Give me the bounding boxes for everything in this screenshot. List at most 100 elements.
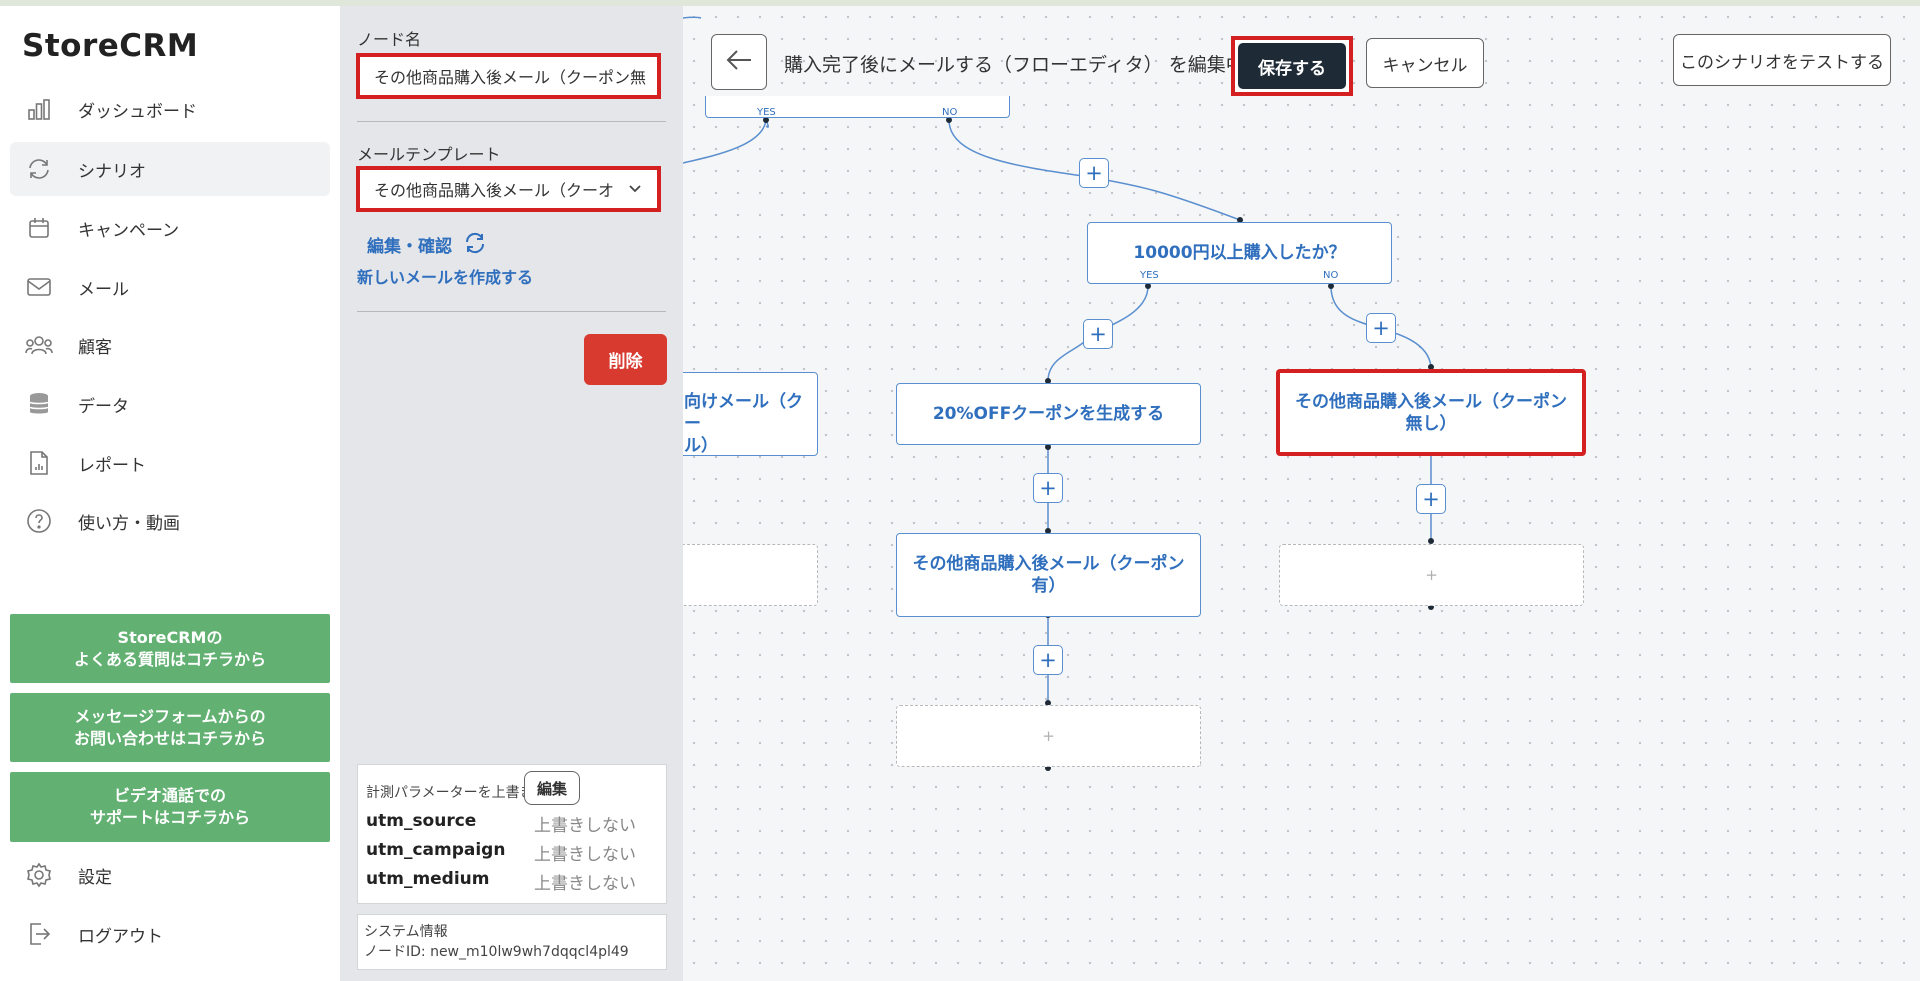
- refresh-icon: [24, 154, 54, 184]
- flow-connectors: [683, 16, 1434, 771]
- cancel-button[interactable]: キャンセル: [1366, 38, 1484, 88]
- connector-edge: [1330, 285, 1432, 368]
- node-settings-panel: ノード名 その他商品購入後メール（クーポン無 メールテンプレート その他商品購入…: [340, 6, 683, 981]
- node-name-input[interactable]: その他商品購入後メール（クーポン無: [356, 53, 661, 99]
- sidebar-item-logout[interactable]: ログアウト: [10, 907, 330, 961]
- sidebar-item-label: 顧客: [78, 337, 112, 358]
- app-logo: StoreCRM: [22, 28, 199, 64]
- flow-node-partial-top[interactable]: [705, 96, 1010, 118]
- connector-dot: [1045, 528, 1051, 534]
- utm-key: utm_source: [366, 811, 477, 831]
- node-name-label: ノード名: [357, 30, 422, 49]
- add-node-button[interactable]: +: [1033, 473, 1063, 503]
- sidebar-item-campaign[interactable]: キャンペーン: [10, 201, 330, 255]
- sidebar-item-label: メール: [78, 279, 129, 300]
- delete-button[interactable]: 削除: [584, 334, 667, 385]
- faq-button-line2: よくある質問はコチラから: [73, 649, 266, 669]
- back-button[interactable]: [711, 34, 767, 90]
- save-button[interactable]: 保存する: [1231, 36, 1353, 96]
- flow-node-condition[interactable]: 10000円以上購入したか？: [1087, 222, 1392, 284]
- edit-confirm-link[interactable]: 編集・確認: [367, 237, 452, 257]
- utm-value: 上書きしない: [534, 816, 636, 836]
- add-node-button[interactable]: +: [1083, 319, 1113, 349]
- flow-node-mail-no-coupon-selected[interactable]: その他商品購入後メール（クーポン 無し）: [1276, 369, 1586, 456]
- flow-node-partial-empty[interactable]: [683, 544, 818, 606]
- sidebar-item-data[interactable]: データ: [10, 377, 330, 431]
- sidebar-item-help[interactable]: 使い方・動画: [10, 494, 330, 548]
- sidebar-item-mail[interactable]: メール: [10, 260, 330, 314]
- yes-label: YES: [757, 107, 776, 118]
- connector-dot: [1428, 364, 1434, 370]
- contact-button-line2: お問い合わせはコチラから: [73, 728, 266, 748]
- sidebar-item-settings[interactable]: 設定: [10, 848, 330, 902]
- utm-key: utm_campaign: [366, 840, 506, 860]
- utm-override-box: 計測パラメーターを上書き 編集 utm_source 上書きしない utm_ca…: [357, 764, 667, 904]
- no-label: NO: [942, 107, 958, 118]
- utm-edit-button[interactable]: 編集: [524, 771, 580, 805]
- save-button-label: 保存する: [1238, 43, 1346, 89]
- database-icon: [24, 389, 54, 419]
- contact-button-line1: メッセージフォームからの: [74, 706, 266, 726]
- node-text-line2: ル）: [684, 436, 718, 456]
- connector-dot: [1428, 538, 1434, 544]
- system-info-title: システム情報: [364, 924, 448, 940]
- video-support-button[interactable]: ビデオ通話での サポートはコチラから: [10, 772, 330, 842]
- system-info-box: システム情報 ノードID: new_m10lw9wh7dqqcl4pl49: [357, 914, 667, 970]
- add-node-button[interactable]: +: [1366, 313, 1396, 343]
- flow-node-empty[interactable]: +: [896, 705, 1201, 767]
- add-node-button[interactable]: +: [1416, 484, 1446, 514]
- panel-divider: [357, 121, 666, 122]
- sidebar-item-label: シナリオ: [78, 161, 146, 182]
- node-id-text: ノードID: new_m10lw9wh7dqqcl4pl49: [364, 944, 629, 960]
- flow-node-partial-left[interactable]: 向けメール（クー ル）: [683, 372, 818, 456]
- add-node-button[interactable]: +: [1033, 645, 1063, 675]
- sidebar-item-scenario[interactable]: シナリオ: [10, 142, 330, 196]
- connector-dot: [1145, 283, 1151, 289]
- utm-value: 上書きしない: [534, 845, 636, 865]
- arrow-left-icon: [725, 49, 753, 75]
- flow-node-empty[interactable]: +: [1279, 544, 1584, 606]
- sidebar-item-report[interactable]: レポート: [10, 436, 330, 490]
- mail-template-select[interactable]: その他商品購入後メール（クーオ: [356, 166, 661, 212]
- gear-icon: [24, 860, 54, 890]
- mail-template-label: メールテンプレート: [357, 145, 501, 164]
- connector-dot: [1237, 217, 1243, 223]
- node-text-line2: 有）: [1031, 576, 1066, 596]
- node-text-line2: 無し）: [1405, 413, 1457, 434]
- connector-dot: [1328, 283, 1334, 289]
- sidebar-item-label: ダッシュボード: [78, 101, 197, 122]
- refresh-icon[interactable]: [464, 232, 486, 258]
- sidebar-item-label: 使い方・動画: [78, 513, 180, 534]
- video-button-line2: サポートはコチラから: [89, 808, 250, 827]
- top-accent-strip: [0, 0, 1920, 6]
- no-label: NO: [1323, 270, 1339, 281]
- mail-icon: [24, 272, 54, 302]
- report-icon: [24, 448, 54, 478]
- faq-button[interactable]: StoreCRMの よくある質問はコチラから: [10, 614, 330, 683]
- chevron-down-icon: [627, 181, 643, 201]
- node-text-line1: その他商品購入後メール（クーポン: [1295, 391, 1567, 412]
- node-text-line1: 向けメール（クー: [684, 392, 803, 434]
- sidebar-item-label: 設定: [78, 867, 112, 888]
- flow-node-mail-with-coupon[interactable]: その他商品購入後メール（クーポン 有）: [896, 533, 1201, 617]
- sidebar-item-dashboard[interactable]: ダッシュボード: [10, 82, 330, 136]
- flow-node-coupon[interactable]: 20%OFFクーポンを生成する: [896, 383, 1201, 445]
- connector-edge: [683, 16, 702, 19]
- node-text-line1: その他商品購入後メール（クーポン: [912, 554, 1185, 574]
- connector-dot: [1045, 444, 1051, 450]
- add-node-button[interactable]: +: [1079, 158, 1109, 188]
- yes-label: YES: [1140, 270, 1159, 281]
- connector-dot: [1045, 700, 1051, 706]
- flow-canvas[interactable]: YES NO + 10000円以上購入したか？ YES NO + + 向けメール…: [683, 6, 1920, 981]
- faq-button-line1: StoreCRMの: [117, 627, 223, 647]
- create-new-mail-link[interactable]: 新しいメールを作成する: [357, 268, 534, 287]
- connector-dot: [763, 117, 769, 123]
- users-icon: [24, 330, 54, 360]
- page-title: 購入完了後にメールする（フローエディタ） を編集中: [784, 54, 1245, 76]
- test-scenario-button[interactable]: このシナリオをテストする: [1673, 34, 1891, 86]
- connector-dot: [1045, 378, 1051, 384]
- sidebar-item-customers[interactable]: 顧客: [10, 318, 330, 372]
- calendar-icon: [24, 213, 54, 243]
- bar-chart-icon: [24, 94, 54, 124]
- contact-form-button[interactable]: メッセージフォームからの お問い合わせはコチラから: [10, 693, 330, 762]
